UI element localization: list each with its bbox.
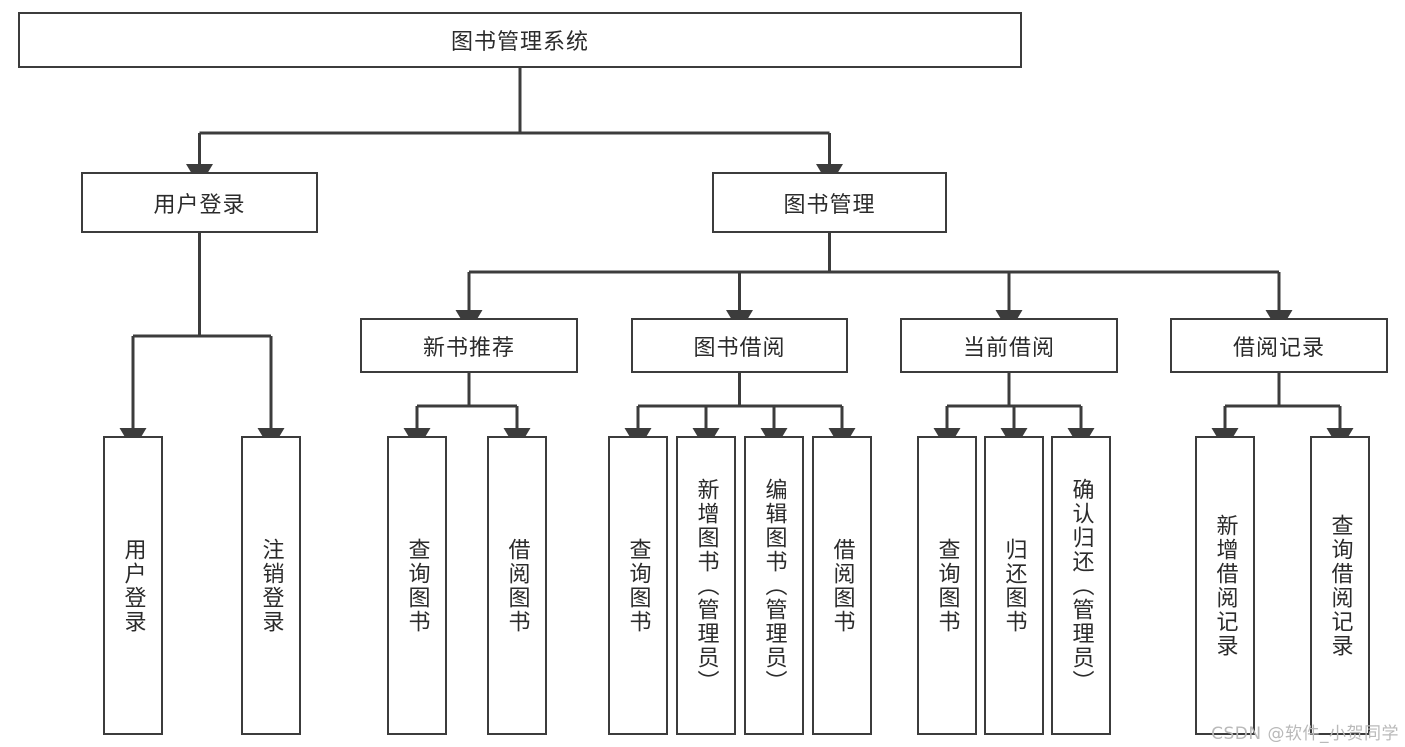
node-label: 用户登录 [120,537,146,634]
node-current[interactable]: 当前借阅 [900,318,1118,373]
node-borrow[interactable]: 图书借阅 [631,318,848,373]
node-label: 编辑图书（管理员） [761,477,787,694]
node-leaf1[interactable]: 用户登录 [103,436,163,735]
node-label: 借阅记录 [1232,335,1325,361]
node-leaf3[interactable]: 查询图书 [387,436,447,735]
node-label: 确认归还（管理员） [1068,477,1094,694]
node-label: 查询图书 [934,537,960,634]
node-label: 借阅图书 [829,537,855,634]
node-leaf8[interactable]: 借阅图书 [812,436,872,735]
node-label: 查询借阅记录 [1327,513,1353,658]
node-root[interactable]: 图书管理系统 [18,12,1022,68]
node-records[interactable]: 借阅记录 [1170,318,1388,373]
node-label: 新增图书（管理员） [693,477,719,694]
node-leaf2[interactable]: 注销登录 [241,436,301,735]
node-label: 注销登录 [258,537,284,634]
node-label: 用户登录 [153,192,246,218]
node-label: 查询图书 [625,537,651,634]
node-label: 查询图书 [404,537,430,634]
node-leaf6[interactable]: 新增图书（管理员） [676,436,736,735]
node-leaf7[interactable]: 编辑图书（管理员） [744,436,804,735]
node-leaf13[interactable]: 查询借阅记录 [1310,436,1370,735]
node-leaf11[interactable]: 确认归还（管理员） [1051,436,1111,735]
node-label: 图书管理系统 [450,30,589,55]
node-leaf4[interactable]: 借阅图书 [487,436,547,735]
node-label: 图书管理 [783,192,876,218]
node-label: 新增借阅记录 [1212,513,1238,658]
node-label: 归还图书 [1001,537,1027,634]
node-label: 借阅图书 [504,537,530,634]
node-label: 图书借阅 [693,335,786,361]
node-leaf12[interactable]: 新增借阅记录 [1195,436,1255,735]
node-label: 新书推荐 [422,335,515,361]
node-leaf9[interactable]: 查询图书 [917,436,977,735]
node-leaf5[interactable]: 查询图书 [608,436,668,735]
node-label: 当前借阅 [962,335,1055,361]
node-newbook[interactable]: 新书推荐 [360,318,578,373]
node-bookmgmt[interactable]: 图书管理 [712,172,947,233]
node-login[interactable]: 用户登录 [81,172,318,233]
node-leaf10[interactable]: 归还图书 [984,436,1044,735]
